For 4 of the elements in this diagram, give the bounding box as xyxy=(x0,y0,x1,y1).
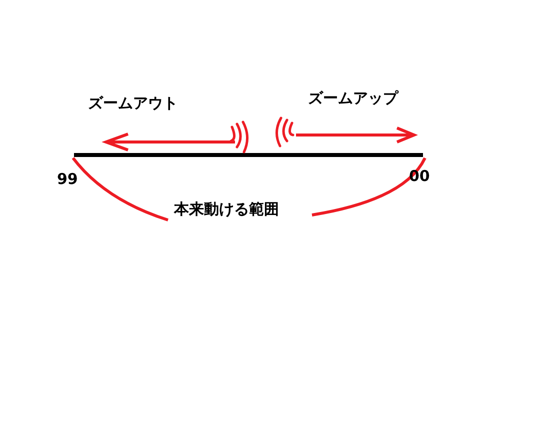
end-label: 99 xyxy=(57,171,78,188)
range-label: 本来動ける範囲 xyxy=(174,201,279,218)
direction-label: ズームアウト xyxy=(88,95,178,112)
direction-label: ズームアップ xyxy=(308,90,398,107)
